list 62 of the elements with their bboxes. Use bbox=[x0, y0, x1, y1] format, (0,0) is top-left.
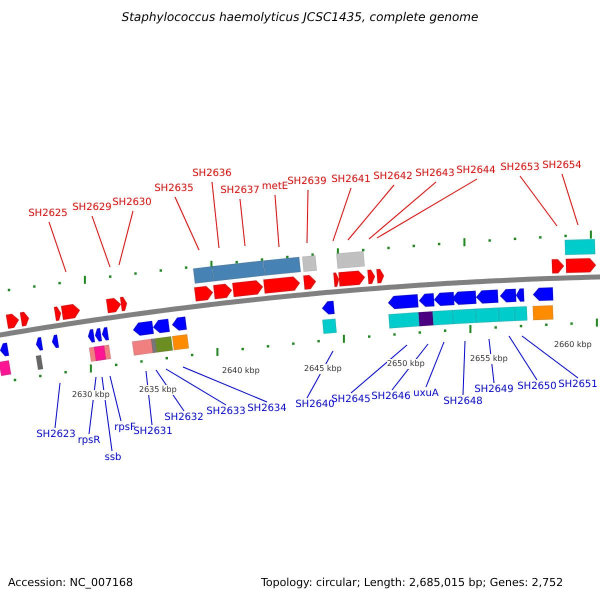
gene-label: SH2651 bbox=[558, 379, 598, 391]
gene-label: SH2630 bbox=[112, 197, 152, 209]
leader-line bbox=[274, 194, 280, 248]
leader-line bbox=[182, 366, 268, 402]
scale-label: 2640 kbp bbox=[222, 366, 260, 376]
title: Staphylococcus haemolyticus JCSC1435, complete genome bbox=[120, 10, 480, 24]
leader-line bbox=[212, 182, 220, 248]
gene-label: SH2648 bbox=[443, 396, 483, 408]
gene-label: SH2642 bbox=[373, 171, 413, 183]
leader-line bbox=[462, 340, 466, 396]
leader-line bbox=[376, 178, 478, 238]
gene-label: SH2650 bbox=[517, 381, 557, 393]
gene-label: SH2649 bbox=[474, 384, 514, 396]
leader-line bbox=[368, 182, 436, 240]
leader-line bbox=[110, 376, 122, 422]
leader-line bbox=[520, 176, 558, 226]
gene-label: SH2635 bbox=[154, 183, 194, 195]
gene-label: rpsR bbox=[78, 435, 100, 447]
leader-line bbox=[562, 174, 578, 226]
leader-line bbox=[118, 210, 134, 266]
leader-line bbox=[240, 198, 246, 246]
scale-label: 2650 kbp bbox=[387, 359, 425, 369]
gene-label: uxuA bbox=[413, 388, 439, 400]
leader-line bbox=[174, 196, 200, 250]
gene-label: SH2637 bbox=[220, 185, 260, 197]
leader-line bbox=[102, 376, 112, 452]
scale-label: 2655 kbp bbox=[470, 354, 508, 364]
scale-label: 2645 kbp bbox=[304, 364, 342, 374]
scale-label: 2660 kbp bbox=[554, 340, 592, 350]
gene-label: SH2625 bbox=[28, 208, 68, 220]
scale-label: 2630 kbp bbox=[72, 390, 110, 400]
gene-label: SH2643 bbox=[415, 168, 455, 180]
leader-line bbox=[92, 216, 110, 268]
gene-label: ssb bbox=[104, 452, 122, 464]
gene-label: SH2646 bbox=[371, 391, 411, 403]
gene-label: SH2653 bbox=[500, 162, 540, 174]
footer-note: Topology: circular; Length: 2,685,015 bp; Genes: 2,752 bbox=[261, 576, 564, 589]
gene-label: SH2632 bbox=[164, 412, 204, 424]
leader-line bbox=[348, 184, 394, 240]
leader-line bbox=[332, 188, 352, 242]
gene-label: SH2654 bbox=[542, 160, 582, 172]
gene-label: SH2631 bbox=[133, 426, 173, 438]
footer-note: Accession: NC_007168 bbox=[8, 576, 134, 589]
gene-label: SH2639 bbox=[287, 176, 327, 188]
gene-label: SH2633 bbox=[206, 406, 246, 418]
gene-label: SH2629 bbox=[72, 202, 112, 214]
gene-label: SH2636 bbox=[192, 168, 232, 180]
leader-line bbox=[426, 342, 444, 388]
gene-label: SH2623 bbox=[36, 429, 76, 441]
gene-label: SH2634 bbox=[247, 403, 287, 415]
leader-line bbox=[522, 336, 578, 378]
gene-label: SH2641 bbox=[331, 174, 371, 186]
scale-label: 2635 kbp bbox=[139, 385, 177, 395]
leader-line bbox=[54, 382, 60, 428]
gene-label: SH2644 bbox=[456, 165, 496, 177]
leader-line bbox=[508, 336, 538, 380]
leader-line bbox=[350, 344, 408, 394]
leader-line bbox=[48, 222, 66, 272]
gene-label: metE bbox=[262, 181, 288, 193]
leader-line bbox=[166, 368, 226, 406]
leader-line bbox=[306, 190, 308, 244]
gene-label: SH2640 bbox=[295, 399, 335, 411]
